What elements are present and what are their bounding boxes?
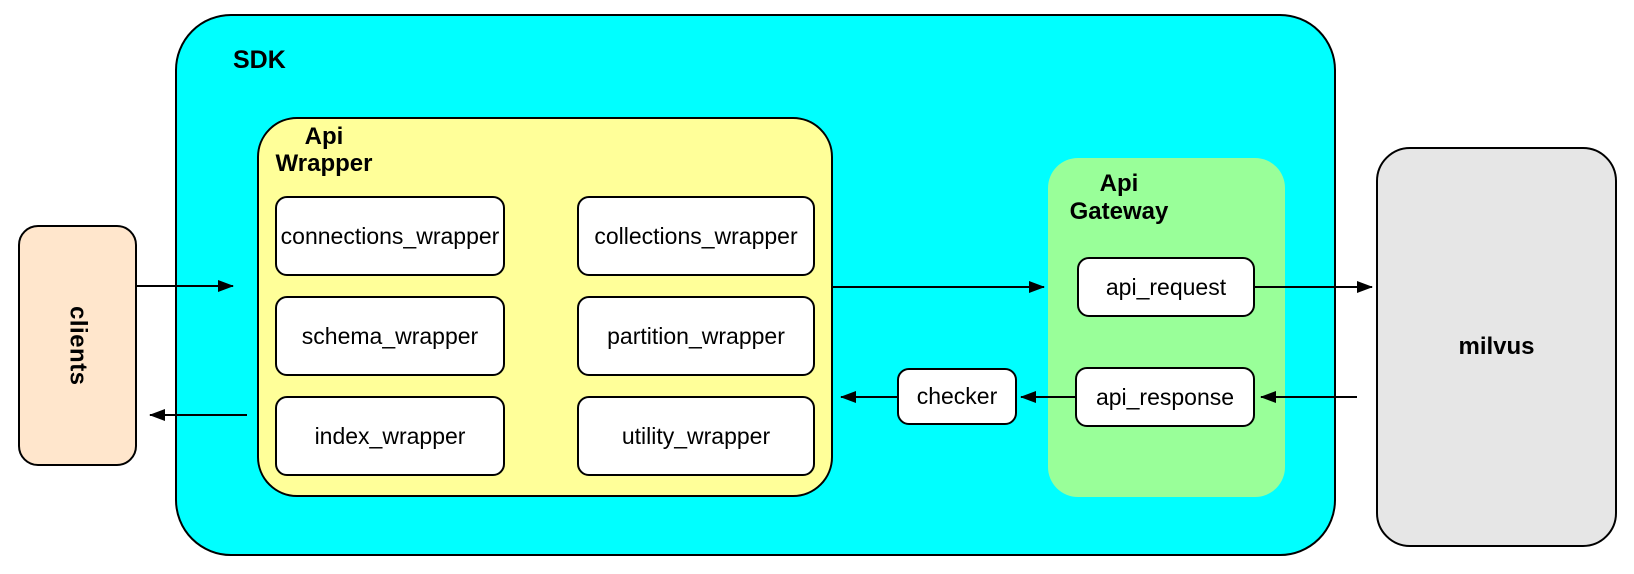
node-api-response: api_response: [1075, 367, 1255, 427]
node-connections-wrapper: connections_wrapper: [275, 196, 505, 276]
node-clients-label: clients: [64, 305, 92, 386]
container-api-gateway: Api Gateway: [1048, 158, 1285, 497]
node-clients: clients: [18, 225, 137, 466]
node-partition-wrapper: partition_wrapper: [577, 296, 815, 376]
node-milvus: milvus: [1376, 147, 1617, 547]
container-api-wrapper-label: Api Wrapper: [275, 123, 373, 177]
container-api-gateway-label: Api Gateway: [1069, 170, 1169, 225]
node-schema-wrapper: schema_wrapper: [275, 296, 505, 376]
node-index-wrapper: index_wrapper: [275, 396, 505, 476]
node-utility-wrapper: utility_wrapper: [577, 396, 815, 476]
node-api-request: api_request: [1077, 257, 1255, 317]
container-sdk-label: SDK: [233, 46, 286, 74]
node-checker: checker: [897, 368, 1017, 425]
node-milvus-label: milvus: [1458, 333, 1535, 360]
node-collections-wrapper: collections_wrapper: [577, 196, 815, 276]
